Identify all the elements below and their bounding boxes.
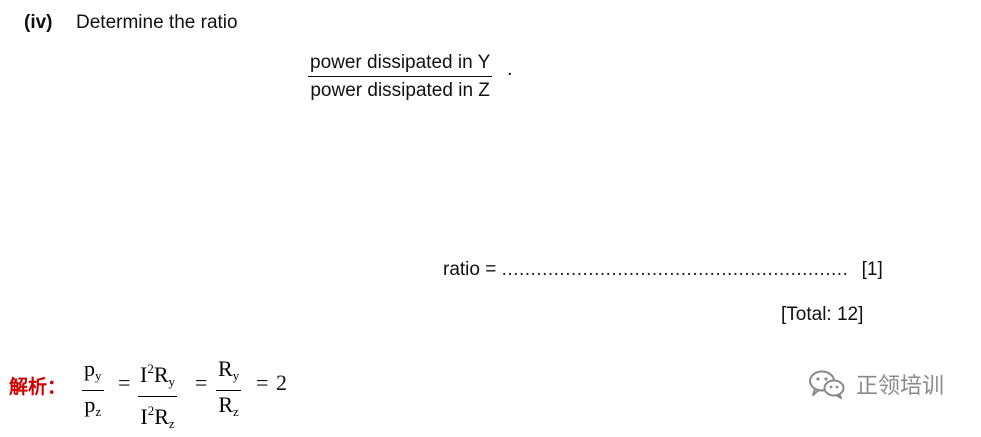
fraction-denominator: power dissipated in Z — [310, 80, 490, 101]
solution-result: 2 — [276, 370, 287, 395]
fraction-numerator: power dissipated in Y — [308, 52, 493, 77]
answer-label: ratio = — [443, 259, 497, 280]
watermark-text: 正领培训 — [856, 374, 945, 399]
fraction-numerator: py — [82, 356, 104, 391]
equals-sign: = — [256, 370, 269, 395]
fraction-numerator: Ry — [216, 356, 242, 391]
fraction-denominator: Rz — [218, 392, 239, 419]
equals-sign: = — [118, 370, 131, 395]
answer-line: ratio = ................................… — [443, 259, 883, 281]
answer-blank: ........................................… — [501, 259, 849, 280]
total-marks: [Total: 12] — [781, 304, 864, 325]
fraction-denominator: pz — [84, 392, 102, 419]
solution-fraction-i2r: I2Ry I2Rz — [138, 356, 178, 437]
equals-sign: = — [195, 370, 208, 395]
fraction-period: . — [507, 58, 513, 80]
solution-fraction-power: py pz — [82, 356, 104, 425]
wechat-icon — [809, 370, 845, 399]
solution-label: 解析： — [9, 376, 67, 398]
fraction-numerator: I2Ry — [138, 356, 178, 397]
question-number: (iv) — [24, 12, 53, 33]
solution-fraction-resistance: Ry Rz — [216, 356, 242, 425]
question-prompt: Determine the ratio — [76, 12, 238, 33]
fraction-denominator: I2Rz — [140, 403, 175, 431]
ratio-fraction: power dissipated in Y power dissipated i… — [308, 52, 493, 102]
answer-marks: [1] — [861, 259, 883, 280]
watermark: 正领培训 — [808, 368, 944, 400]
